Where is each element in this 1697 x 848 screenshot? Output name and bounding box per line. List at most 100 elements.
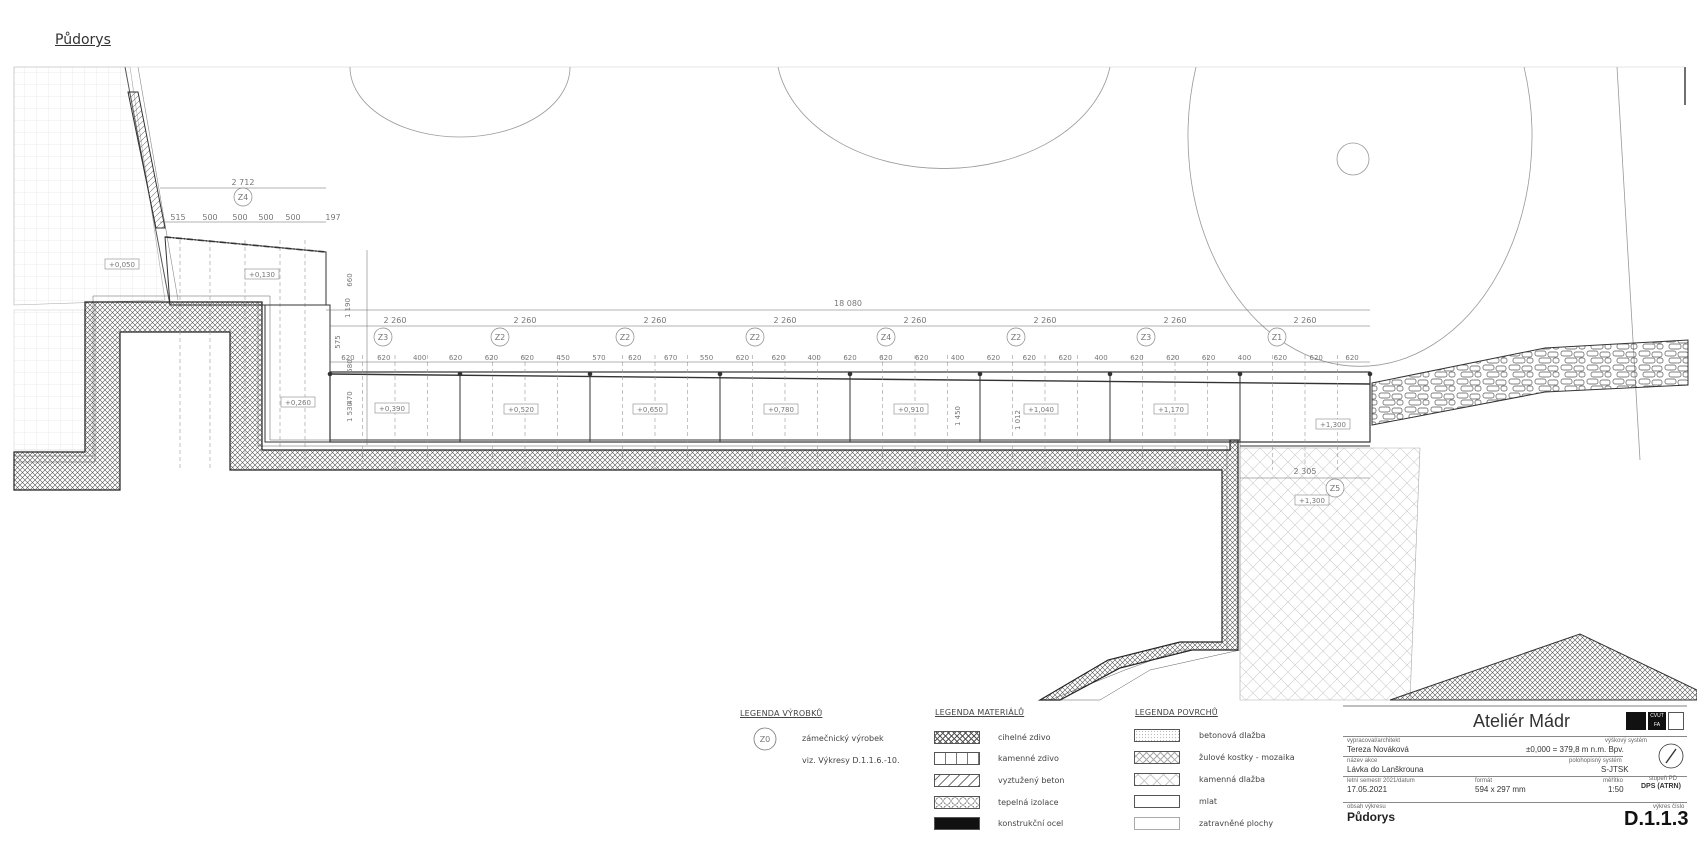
swatch-brick xyxy=(934,731,980,744)
dim-sub: 620 xyxy=(915,354,928,362)
swatch-stone-paving xyxy=(1134,773,1180,786)
legend-surfaces-item: zatravněné plochy xyxy=(1199,819,1274,828)
level-marker xyxy=(104,258,140,270)
level-marker xyxy=(763,403,799,415)
dim-vertical: 470 xyxy=(346,391,354,404)
author: Tereza Nováková xyxy=(1347,745,1409,754)
scale: 1:50 xyxy=(1608,785,1624,794)
dim-top-row: 500 xyxy=(258,213,273,222)
school-logo-text: CVUT FA xyxy=(1648,712,1666,730)
product-tag xyxy=(1267,327,1287,347)
swatch-concrete-paving xyxy=(1134,729,1180,742)
product-tag xyxy=(1136,327,1156,347)
dim-sub: 620 xyxy=(485,354,498,362)
dim-sub: 620 xyxy=(1166,354,1179,362)
product-tag-label: Z4 xyxy=(881,333,892,342)
studio-name: Ateliér Mádr xyxy=(1473,711,1571,731)
dim-vertical: 1 190 xyxy=(344,298,352,318)
dim-sub: 400 xyxy=(1094,354,1107,362)
dim-sub: 620 xyxy=(1274,354,1287,362)
dim-module: 2 260 xyxy=(1164,316,1187,325)
swatch-grass xyxy=(1134,817,1180,830)
legend-materials-heading: LEGENDA MATERIÁLŮ xyxy=(935,708,1025,717)
legend-surfaces-item: žulové kostky - mozaika xyxy=(1199,753,1295,762)
swatch-mlat xyxy=(1134,795,1180,808)
product-tag xyxy=(615,327,635,347)
legend-products-heading: LEGENDA VÝROBKŮ xyxy=(740,709,823,718)
product-tag-label: Z4 xyxy=(238,193,249,202)
project-name: Lávka do Lanškrouna xyxy=(1347,765,1424,774)
dim-sub: 400 xyxy=(807,354,820,362)
post-marker xyxy=(847,371,853,377)
level-marker-label: +0,390 xyxy=(379,405,405,413)
dim-sub: 400 xyxy=(1238,354,1251,362)
post-marker xyxy=(1237,371,1243,377)
level-marker-label: +1,300 xyxy=(1320,421,1346,429)
page-title: Půdorys xyxy=(55,32,111,48)
level-marker-label: +0,260 xyxy=(285,399,311,407)
title-block: Ateliér Mádr CVUT FA vypracoval/architek… xyxy=(1343,706,1688,842)
content-label: obsah výkresu xyxy=(1347,804,1386,810)
product-tag xyxy=(745,327,765,347)
dim-module: 2 260 xyxy=(1294,316,1317,325)
project-label: název akce xyxy=(1347,758,1378,764)
product-tag xyxy=(1325,478,1345,498)
post-marker xyxy=(1107,371,1113,377)
dim-sub: 670 xyxy=(664,354,677,362)
date: 17.05.2021 xyxy=(1347,785,1388,794)
dim-sub: 620 xyxy=(1130,354,1143,362)
level-marker xyxy=(1315,418,1351,430)
product-tag-label: Z5 xyxy=(1330,484,1341,493)
level-marker xyxy=(374,402,410,414)
swatch-stone xyxy=(934,752,980,765)
dim-sub: 620 xyxy=(1345,354,1358,362)
dim-vertical: 1 450 xyxy=(954,406,962,426)
product-tag-label: Z3 xyxy=(1141,333,1152,342)
dim-top-row: 500 xyxy=(285,213,300,222)
dim-module: 2 260 xyxy=(514,316,537,325)
dim-top-total: 2 712 xyxy=(232,178,255,187)
dim-vertical: 580 xyxy=(346,359,354,372)
product-tag xyxy=(490,327,510,347)
level-marker-label: +0,130 xyxy=(249,271,275,279)
dim-module: 2 260 xyxy=(774,316,797,325)
product-tag-label: Z2 xyxy=(495,333,506,342)
legend-materials-item: cihelné zdivo xyxy=(998,733,1051,742)
dim-sub: 620 xyxy=(521,354,534,362)
dim-vertical: 1 012 xyxy=(1014,410,1022,430)
north-arrow-icon xyxy=(1658,743,1684,769)
level-marker-label: +1,040 xyxy=(1028,406,1054,414)
product-tag-symbol-label: Z0 xyxy=(760,735,771,744)
dim-module: 2 260 xyxy=(904,316,927,325)
legend-surfaces-heading: LEGENDA POVRCHŮ xyxy=(1135,708,1218,717)
coord-system: S-JTSK xyxy=(1601,765,1629,774)
dim-sub: 620 xyxy=(628,354,641,362)
legend-materials-item: kamenné zdivo xyxy=(998,754,1059,763)
product-tag xyxy=(1006,327,1026,347)
level-marker-label: +0,520 xyxy=(508,406,534,414)
post-marker xyxy=(457,371,463,377)
paving-grid-left xyxy=(13,66,166,451)
dim-sub: 620 xyxy=(736,354,749,362)
format-label: formát xyxy=(1475,778,1493,784)
format: 594 x 297 mm xyxy=(1475,785,1526,794)
legend-materials-item: konstrukční ocel xyxy=(998,819,1064,828)
drawing-content: Půdorys xyxy=(1347,810,1396,824)
legend-products-item: zámečnický výrobek xyxy=(802,734,884,743)
product-tag-label: Z3 xyxy=(378,333,389,342)
product-tag-label: Z2 xyxy=(1011,333,1022,342)
post-marker xyxy=(717,371,723,377)
swatch-granite xyxy=(1134,751,1180,764)
legend-products-item: viz. Výkresy D.1.1.6.-10. xyxy=(802,756,900,765)
product-tag xyxy=(373,327,393,347)
dim-sub: 570 xyxy=(592,354,605,362)
stage-label: stupeň PD xyxy=(1649,776,1678,782)
dim-sub: 400 xyxy=(951,354,964,362)
logo-box-icon xyxy=(1668,712,1684,730)
dim-sub: 550 xyxy=(700,354,713,362)
legend-surfaces-item: kamenná dlažba xyxy=(1199,775,1266,784)
retaining-wall xyxy=(13,295,1241,701)
level-marker xyxy=(244,268,280,280)
product-tag-symbol: Z0 xyxy=(753,727,777,751)
